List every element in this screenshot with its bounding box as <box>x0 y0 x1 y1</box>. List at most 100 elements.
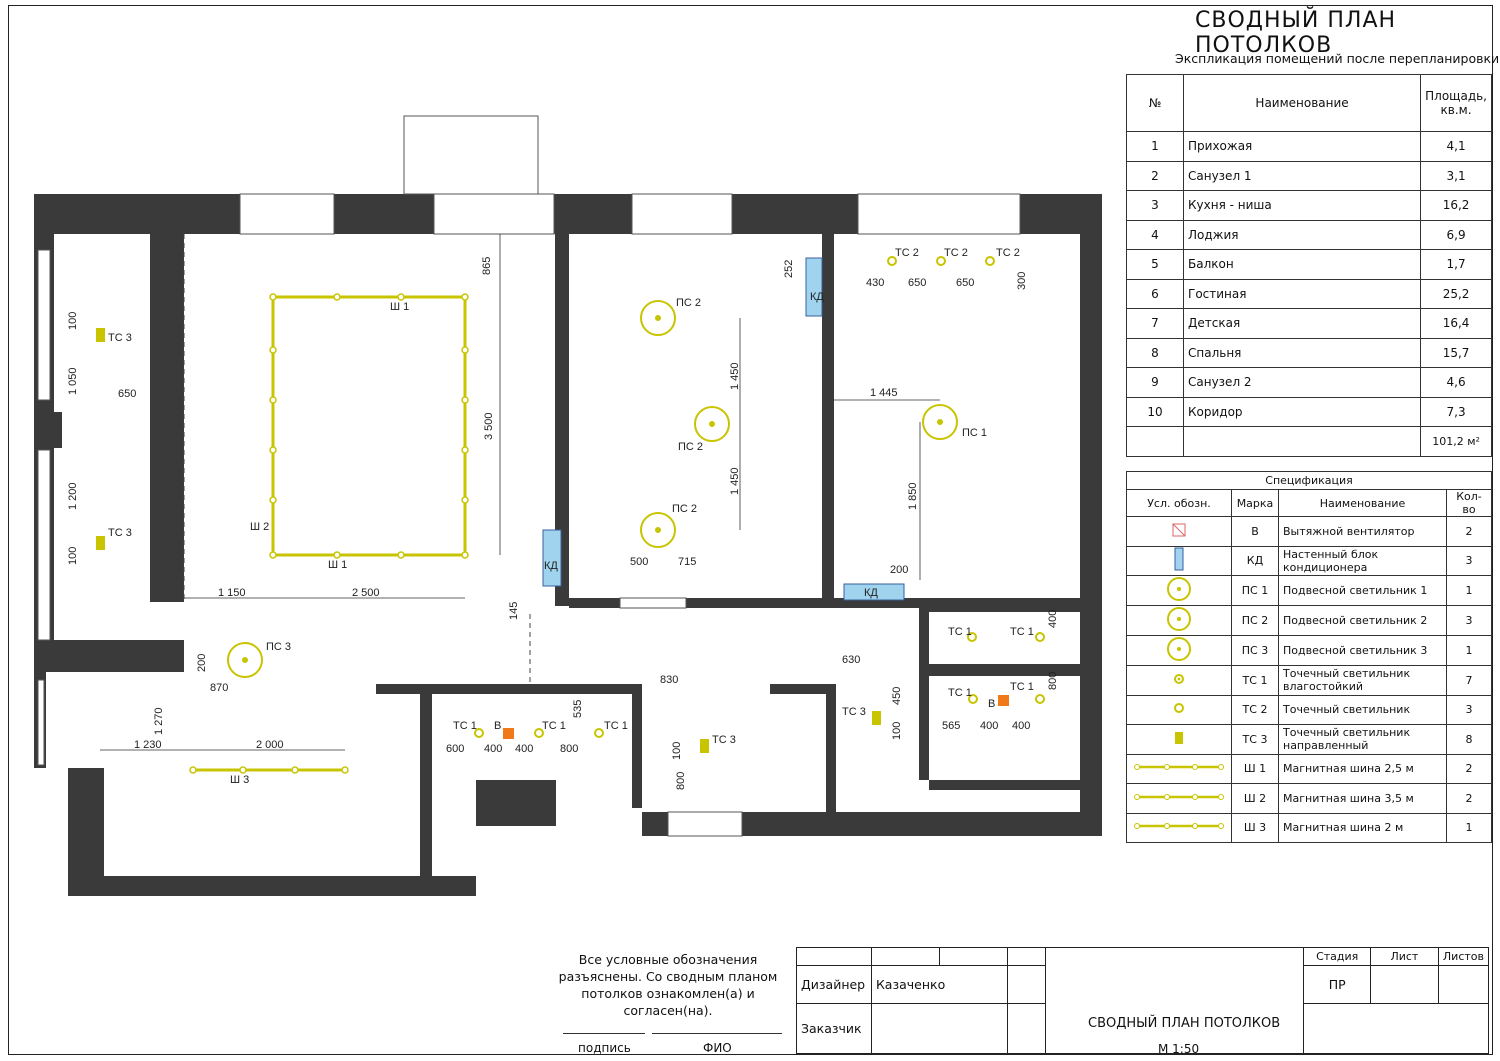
room-name: Спальня <box>1182 337 1422 368</box>
svg-text:1 050: 1 050 <box>67 367 79 395</box>
stage-value: ПР <box>1303 965 1371 1004</box>
svg-text:200: 200 <box>890 564 908 576</box>
svg-text:1 200: 1 200 <box>67 482 79 510</box>
svg-text:100: 100 <box>671 742 683 760</box>
spot-label: ТС 1 <box>604 720 628 732</box>
column-header: Марка <box>1231 489 1279 517</box>
room-area: 15,7 <box>1420 337 1492 368</box>
room-area: 25,2 <box>1420 278 1492 309</box>
spec-mark: ПС 2 <box>1231 605 1279 636</box>
spot-label: ТС 1 <box>453 720 477 732</box>
pendant-label: ПС 2 <box>672 503 697 515</box>
spec-name: Подвесной светильник 3 <box>1278 635 1447 666</box>
spot-light-wet-icon <box>1126 665 1232 696</box>
room-area: 3,1 <box>1420 160 1492 191</box>
pendant-label: ПС 3 <box>266 641 291 653</box>
sheet-title: СВОДНЫЙ ПЛАН ПОТОЛКОВ <box>1088 1016 1281 1031</box>
column-header: Площадь, кв.м. <box>1420 74 1492 132</box>
room-area: 16,2 <box>1420 190 1492 221</box>
spot-label: ТС 3 <box>108 527 132 539</box>
pendant-light-icon <box>1126 605 1232 636</box>
drawing-frame <box>8 5 1493 1055</box>
room-name: Коридор <box>1182 396 1422 427</box>
spot-label: ТС 2 <box>996 247 1020 259</box>
walls <box>34 194 1102 896</box>
magnetic-track-icon <box>1126 783 1232 814</box>
fan-label: В <box>988 698 995 710</box>
svg-text:500: 500 <box>630 556 648 568</box>
svg-text:430: 430 <box>866 277 884 289</box>
svg-text:650: 650 <box>956 277 974 289</box>
svg-text:400: 400 <box>484 743 502 755</box>
plan-labels: Ш 1 Ш 1 Ш 2 Ш 3 ПС 2 ПС 2 ПС 2 ПС 1 ПС 3… <box>108 247 1034 786</box>
spot-label: ТС 1 <box>1010 681 1034 693</box>
magnetic-tracks <box>189 293 469 774</box>
signature-line[interactable] <box>563 1033 645 1034</box>
sheets-header: Листов <box>1437 947 1490 966</box>
dimension-values: 865 3 500 2 500 1 150 1 050 650 1 200 10… <box>67 257 1059 790</box>
total-row: 101,2 м² <box>1126 426 1492 457</box>
svg-text:3 500: 3 500 <box>483 412 495 440</box>
signoff-note: Все условные обозначения разъяснены. Со … <box>558 952 778 1018</box>
spec-qty: 3 <box>1446 545 1492 576</box>
ac-label: КД <box>544 560 558 572</box>
pendant-lights <box>227 300 958 678</box>
spot-label: ТС 1 <box>948 687 972 699</box>
svg-text:650: 650 <box>118 388 136 400</box>
spec-qty: 3 <box>1446 605 1492 636</box>
fans <box>503 695 1009 739</box>
name-label: ФИО <box>703 1041 732 1055</box>
spec-name: Подвесной светильник 2 <box>1278 605 1447 636</box>
spec-qty: 2 <box>1446 753 1492 784</box>
stage-header: Стадия <box>1303 947 1371 966</box>
svg-text:830: 830 <box>660 674 678 686</box>
spec-mark: ТС 2 <box>1231 694 1279 725</box>
svg-text:800: 800 <box>675 772 687 790</box>
spec-mark: Ш 2 <box>1231 783 1279 814</box>
svg-text:870: 870 <box>210 682 228 694</box>
signature-label: подпись <box>578 1041 631 1055</box>
name-line[interactable] <box>652 1033 782 1034</box>
pendant-light-icon <box>1126 635 1232 666</box>
spec-mark: ТС 3 <box>1231 724 1279 755</box>
spot-label: ТС 2 <box>944 247 968 259</box>
spot-label: ТС 3 <box>712 734 736 746</box>
spec-qty: 2 <box>1446 783 1492 814</box>
svg-text:450: 450 <box>891 687 903 705</box>
room-name: Гостиная <box>1182 278 1422 309</box>
spec-name: Точечный светильник <box>1278 694 1447 725</box>
room-area: 7,3 <box>1420 396 1492 427</box>
room-name: Прихожая <box>1182 131 1422 162</box>
pendant-label: ПС 1 <box>962 427 987 439</box>
spot-light-icon <box>1126 694 1232 725</box>
dimension-lines <box>100 234 940 751</box>
room-area: 4,6 <box>1420 367 1492 398</box>
sheet-scale: М 1:50 <box>1158 1042 1200 1056</box>
spot-label: ТС 1 <box>542 720 566 732</box>
column-header: Кол-во <box>1446 489 1492 517</box>
directional-spots <box>96 328 881 753</box>
column-header: Наименование <box>1182 74 1422 132</box>
room-area: 1,7 <box>1420 249 1492 280</box>
svg-text:1 445: 1 445 <box>870 387 898 399</box>
svg-text:145: 145 <box>508 602 520 620</box>
spec-qty: 1 <box>1446 635 1492 666</box>
pendant-label: ПС 2 <box>678 441 703 453</box>
spec-mark: В <box>1231 516 1279 547</box>
svg-text:535: 535 <box>572 700 584 718</box>
room-number: 1 <box>1126 131 1184 162</box>
room-number: 8 <box>1126 337 1184 368</box>
svg-text:600: 600 <box>446 743 464 755</box>
